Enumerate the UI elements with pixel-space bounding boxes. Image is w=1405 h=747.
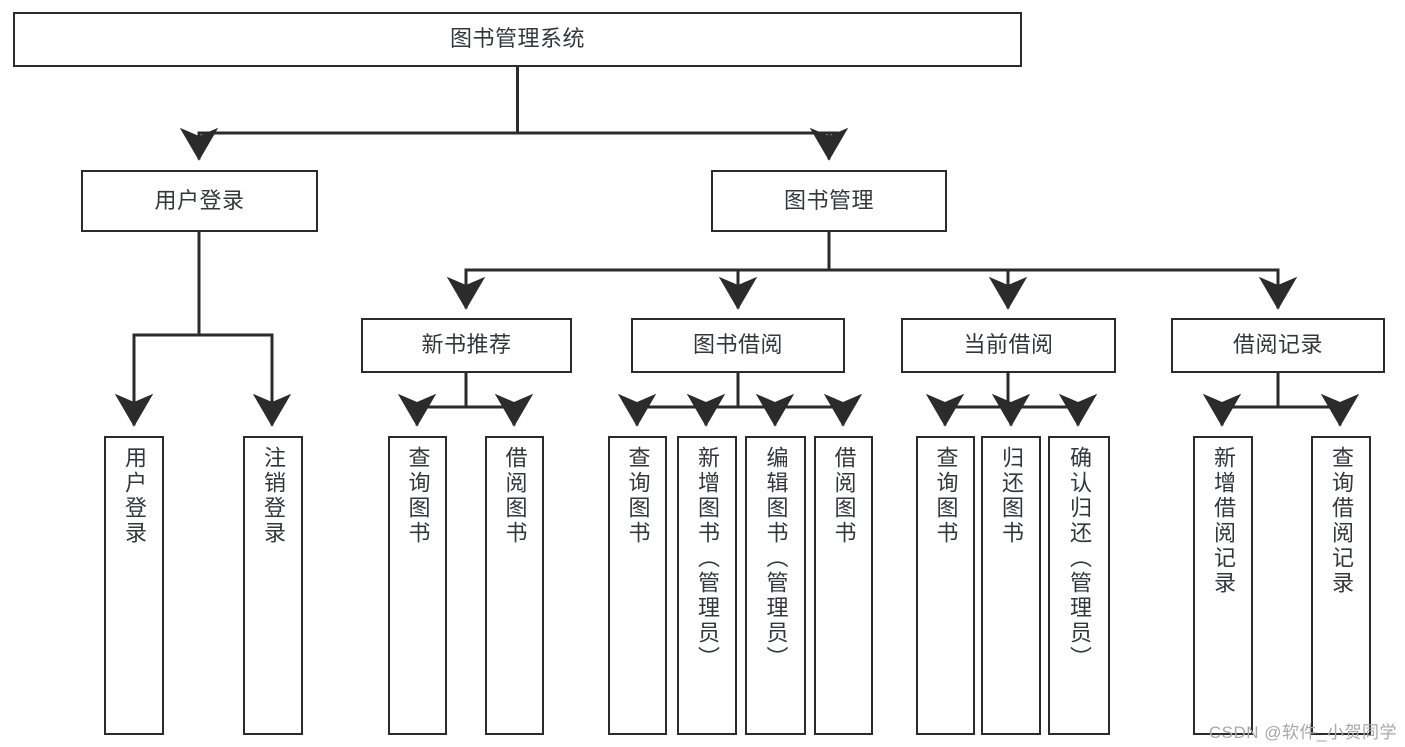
node-leaf-1[interactable]: 注销登录 — [243, 436, 303, 735]
node-leaf-5[interactable]: 新增图书（管理员） — [677, 436, 737, 735]
node-leaf-12-label: 查询借阅记录 — [1329, 446, 1354, 596]
node-level3-0-label: 新书推荐 — [421, 332, 512, 358]
node-level3-2[interactable]: 当前借阅 — [901, 318, 1116, 373]
node-leaf-10[interactable]: 确认归还（管理员） — [1048, 436, 1110, 735]
node-leaf-6-label: 编辑图书（管理员） — [763, 446, 789, 671]
node-leaf-8[interactable]: 查询图书 — [916, 436, 975, 735]
node-leaf-0[interactable]: 用户登录 — [104, 436, 164, 735]
node-level3-2-label: 当前借阅 — [963, 332, 1054, 358]
node-leaf-4[interactable]: 查询图书 — [608, 436, 667, 735]
node-leaf-10-label: 确认归还（管理员） — [1067, 446, 1092, 671]
node-level2-0[interactable]: 用户登录 — [81, 170, 318, 232]
node-leaf-11[interactable]: 新增借阅记录 — [1193, 436, 1253, 735]
node-leaf-0-label: 用户登录 — [122, 446, 147, 546]
node-leaf-6[interactable]: 编辑图书（管理员） — [745, 436, 806, 735]
node-leaf-7-label: 借阅图书 — [831, 446, 857, 546]
node-level2-0-label: 用户登录 — [154, 187, 245, 213]
node-leaf-2[interactable]: 查询图书 — [388, 436, 447, 735]
node-leaf-1-label: 注销登录 — [261, 446, 286, 546]
node-leaf-2-label: 查询图书 — [405, 446, 431, 546]
node-leaf-3[interactable]: 借阅图书 — [485, 436, 544, 735]
node-leaf-5-label: 新增图书（管理员） — [695, 446, 720, 671]
node-level3-3[interactable]: 借阅记录 — [1171, 318, 1385, 373]
node-leaf-9[interactable]: 归还图书 — [981, 436, 1041, 735]
node-level3-0[interactable]: 新书推荐 — [361, 318, 572, 373]
node-level2-1-label: 图书管理 — [783, 187, 874, 213]
node-leaf-12[interactable]: 查询借阅记录 — [1311, 436, 1371, 735]
node-level2-1[interactable]: 图书管理 — [711, 170, 947, 232]
node-level3-1-label: 图书借阅 — [692, 332, 783, 358]
node-level3-3-label: 借阅记录 — [1232, 332, 1323, 358]
node-leaf-4-label: 查询图书 — [625, 446, 651, 546]
node-leaf-9-label: 归还图书 — [999, 446, 1024, 546]
node-level3-1[interactable]: 图书借阅 — [631, 318, 845, 373]
node-leaf-11-label: 新增借阅记录 — [1211, 446, 1236, 596]
node-root-label: 图书管理系统 — [449, 26, 585, 52]
node-leaf-8-label: 查询图书 — [933, 446, 959, 546]
node-leaf-3-label: 借阅图书 — [502, 446, 528, 546]
node-leaf-7[interactable]: 借阅图书 — [814, 436, 873, 735]
node-root[interactable]: 图书管理系统 — [13, 12, 1022, 67]
